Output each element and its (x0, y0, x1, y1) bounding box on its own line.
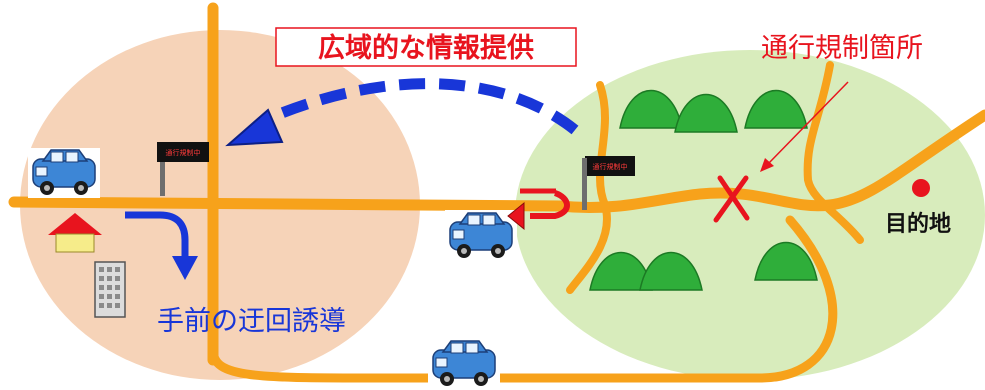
restriction-label: 通行規制箇所 (761, 33, 923, 64)
main-road (8, 109, 985, 213)
sign-text-left: 通行規制中 (166, 148, 201, 157)
road-sign-icon (585, 156, 635, 176)
mountain-road-left (566, 81, 611, 294)
mountain-road-right (803, 61, 864, 244)
right-zone (515, 50, 985, 380)
bypass-road (208, 215, 838, 383)
u-turn-arrow-icon (530, 190, 570, 219)
road-sign-icon (157, 142, 209, 162)
building-icon (94, 261, 126, 318)
road-sign-right: 通行規制中 (582, 156, 635, 210)
detour-arrow-head-icon (172, 256, 198, 280)
pointer-line (767, 81, 849, 165)
dashed-arrow-head-icon (225, 108, 284, 147)
detour-label: 手前の迂回誘導 (157, 306, 346, 337)
sign-text-right: 通行規制中 (593, 162, 628, 171)
destination-dot-icon (912, 179, 930, 197)
title-box (275, 27, 577, 67)
detour-arrow-path (125, 211, 189, 258)
title-text: 広域的な情報提供 (318, 32, 534, 64)
roads (8, 2, 985, 383)
destination-label: 目的地 (885, 211, 951, 237)
x-mark-icon (713, 175, 750, 223)
house-icon (48, 213, 102, 253)
road-sign-left: 通行規制中 (157, 142, 209, 196)
